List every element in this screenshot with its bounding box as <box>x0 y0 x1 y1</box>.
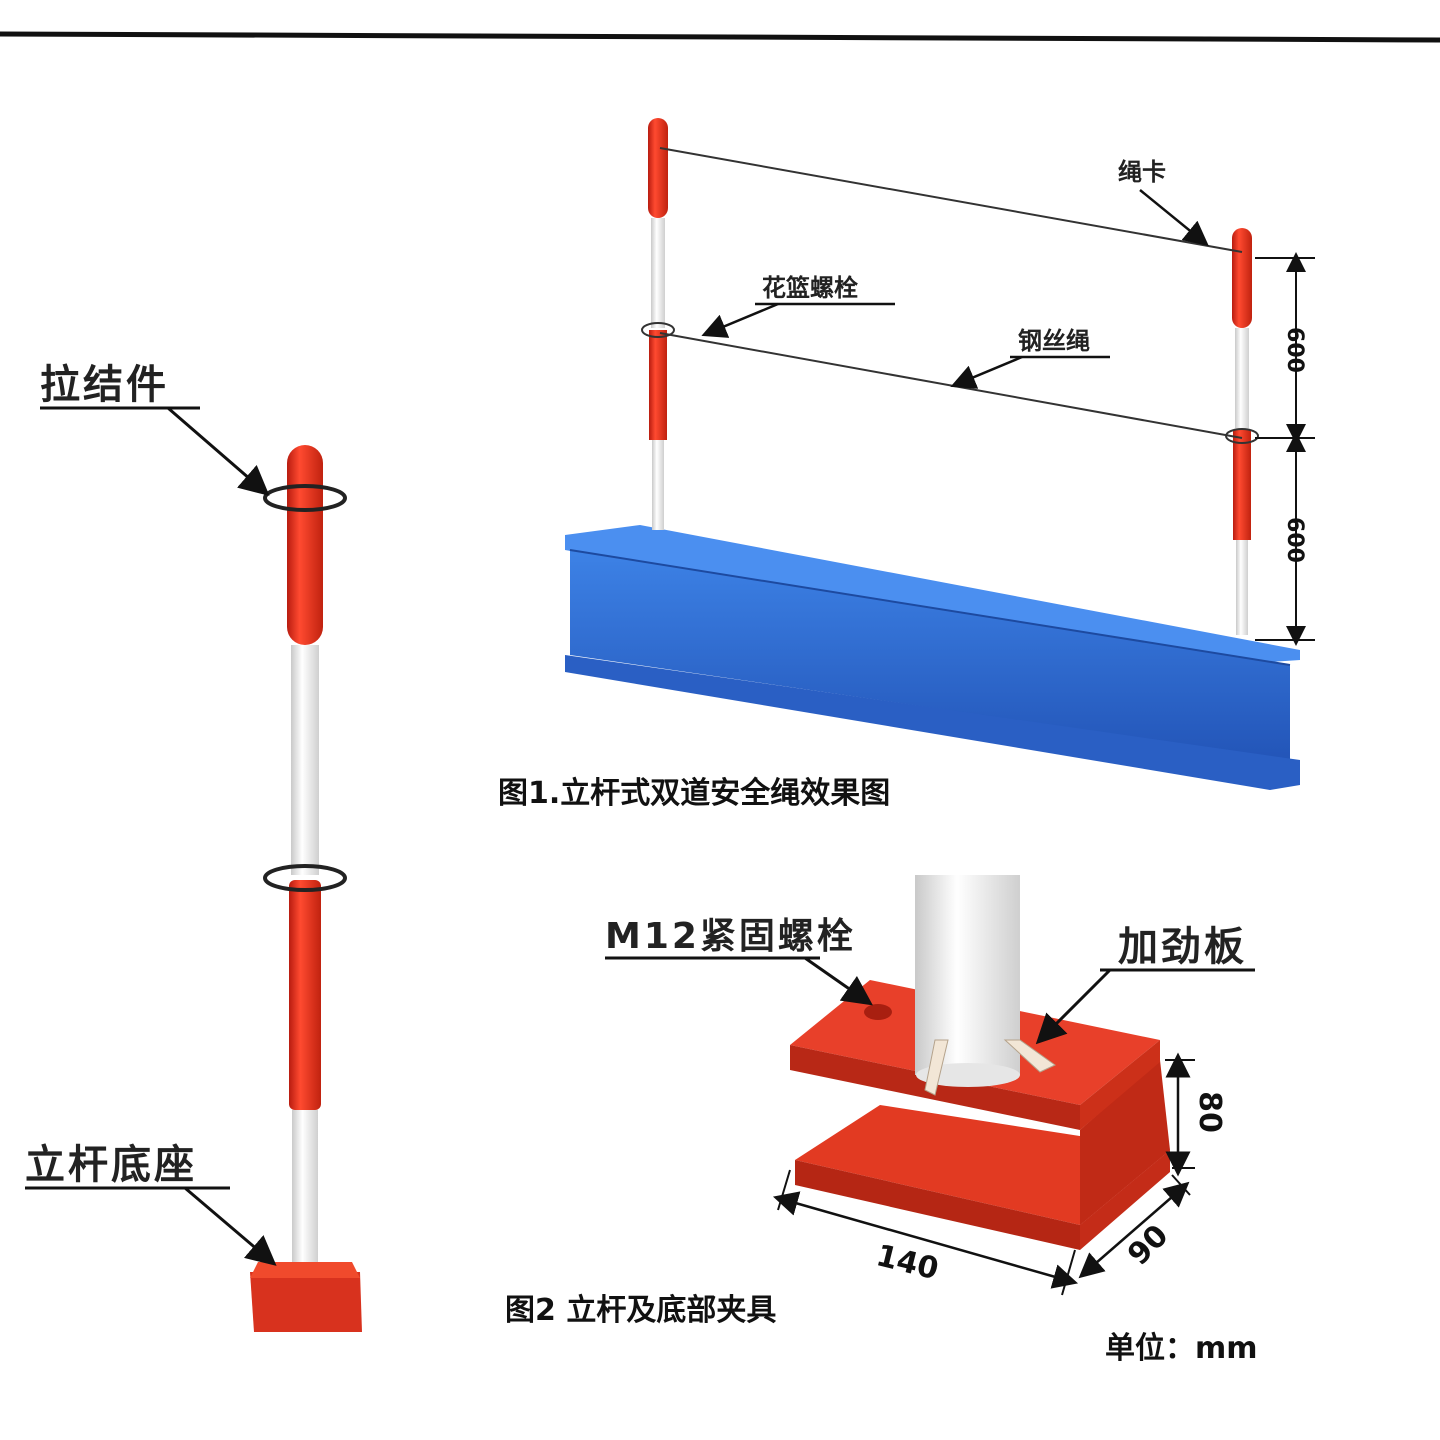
label-post-base: 立杆底座 <box>25 1142 197 1188</box>
stiffener-leader <box>1035 968 1112 1045</box>
post-base-leader <box>184 1186 277 1266</box>
fig1-right-post-white-2 <box>1236 540 1248 635</box>
post-base-small <box>250 1272 362 1332</box>
fig1-left-post-white-2 <box>652 440 664 530</box>
fig1-right-post-red-top <box>1232 228 1252 328</box>
caption-fig2: 图2 立杆及底部夹具 <box>505 1293 776 1328</box>
caption-fig1: 图1.立杆式双道安全绳效果图 <box>498 776 890 811</box>
wire-rope-leader <box>950 355 1023 389</box>
rope-clip-leader <box>1139 189 1209 247</box>
clamp-post-tube <box>915 875 1020 1075</box>
standalone-post <box>250 445 362 1332</box>
stiffener-left <box>924 1039 949 1096</box>
fig1-right-post-white-1 <box>1235 328 1249 428</box>
label-turnbuckle: 花篮螺栓 <box>762 274 858 302</box>
fig1-dimensions: 600 600 <box>1255 252 1315 646</box>
fig1-assembly <box>565 118 1300 790</box>
rope-ring-right <box>1225 428 1259 444</box>
tie-piece-leader <box>167 406 270 496</box>
bolt-leader <box>804 956 873 1006</box>
label-stiffener: 加劲板 <box>1118 924 1247 970</box>
tie-ring-lower <box>263 864 347 892</box>
dim-line-width <box>1078 1181 1190 1279</box>
wire-rope-lower <box>659 332 1243 439</box>
rope-ring-left <box>641 322 675 338</box>
label-tie-piece: 拉结件 <box>40 362 169 408</box>
turnbuckle-leader <box>701 302 779 338</box>
dim-clamp-height: 80 <box>1192 1091 1227 1133</box>
ibeam-edge <box>569 549 1291 666</box>
top-rule <box>0 31 1440 43</box>
dim-ext-len-left <box>777 1169 791 1211</box>
ibeam-bottom-flange <box>565 655 1300 790</box>
fig1-right-post-red-mid <box>1233 430 1251 540</box>
label-rope-clip: 绳卡 <box>1118 158 1166 186</box>
post-white-lower <box>292 1110 318 1280</box>
fig1-left-post-red-mid <box>649 330 667 440</box>
dim-line-length <box>772 1191 1079 1289</box>
ibeam-top-flange <box>565 525 1300 665</box>
clamp-top-side <box>1080 1040 1160 1130</box>
stiffener-right <box>1003 1039 1056 1073</box>
clamp-post-base <box>916 1063 1020 1087</box>
wire-rope-upper <box>659 147 1243 253</box>
m12-bolt-head <box>864 1004 892 1020</box>
fig1-left-post-red-top <box>648 118 668 218</box>
label-bolt: M12紧固螺栓 <box>605 916 856 957</box>
label-wire-rope: 钢丝绳 <box>1018 327 1090 355</box>
post-base-small-top <box>250 1262 360 1278</box>
dim-lower-spacing: 600 <box>1282 517 1307 563</box>
dim-upper-spacing: 600 <box>1282 327 1307 373</box>
post-red-upper <box>287 445 323 645</box>
dim-clamp-width: 90 <box>1121 1218 1175 1272</box>
dim-ext-wid-top <box>1171 1174 1191 1196</box>
post-white-middle <box>291 645 319 875</box>
post-red-lower <box>289 880 321 1110</box>
caption-unit: 单位：mm <box>1105 1331 1258 1366</box>
tie-ring-upper <box>263 484 347 512</box>
dim-clamp-length: 140 <box>873 1238 942 1287</box>
ibeam-web <box>570 550 1290 760</box>
dim-ext-len-right <box>1061 1249 1076 1296</box>
fig1-left-post-white-1 <box>651 218 665 328</box>
